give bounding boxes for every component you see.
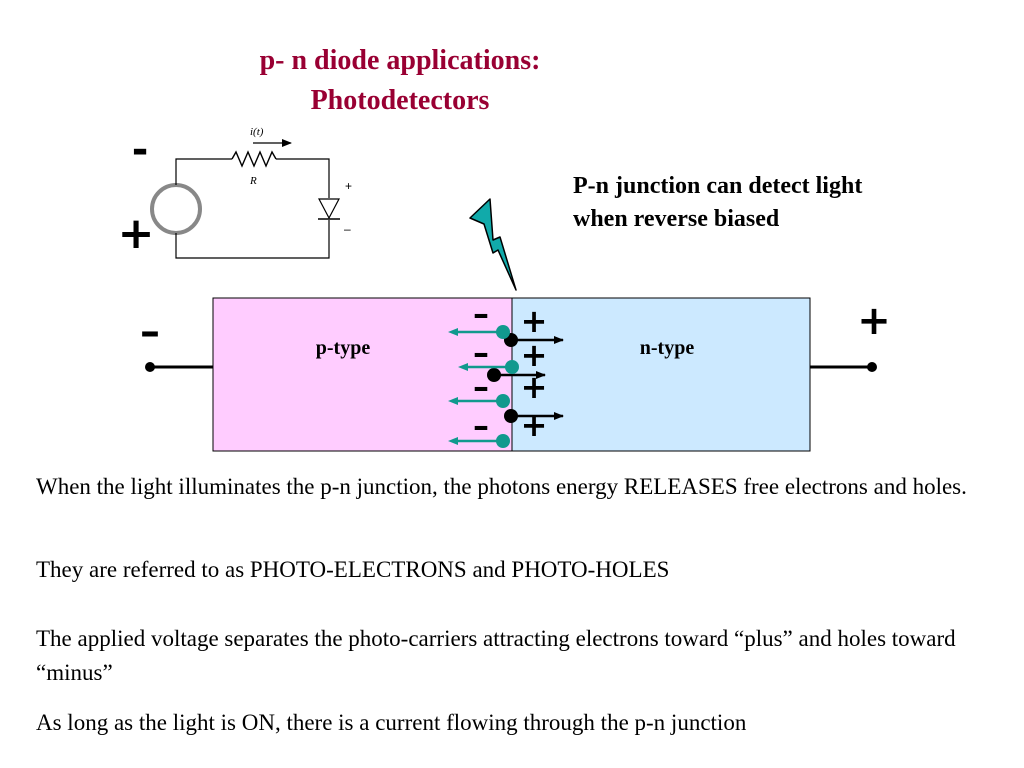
depletion-minus-3: – — [473, 368, 489, 406]
photo-hole-2 — [505, 360, 519, 374]
depletion-plus-1: + — [521, 302, 548, 340]
n-region — [511, 297, 811, 452]
diode-symbol — [318, 198, 340, 220]
paragraph-photo-carriers: They are referred to as PHOTO-ELECTRONS … — [36, 557, 670, 582]
photo-hole-3 — [496, 394, 510, 408]
circuit-schematic: - + R i(t) + – — [118, 126, 352, 259]
paragraph-current-flow: As long as the light is ON, there is a c… — [36, 710, 747, 735]
current-label: i(t) — [250, 126, 264, 138]
source-minus-sign: - — [132, 127, 149, 173]
p-region — [212, 297, 513, 452]
circuit-wire-right — [276, 158, 330, 198]
photo-electron-3 — [504, 409, 518, 423]
slide-title-line-2: Photodetectors — [310, 85, 490, 116]
depletion-minus-4: – — [473, 407, 489, 445]
depletion-plus-3: + — [521, 368, 548, 406]
paragraph-voltage-separation: The applied voltage separates the photo-… — [36, 626, 956, 685]
voltage-source — [150, 183, 202, 235]
slide-title-line-1: p- n diode applications: — [259, 45, 541, 76]
source-plus-sign: + — [118, 208, 155, 259]
light-bolt-icon — [469, 198, 517, 291]
depletion-minus-1: – — [473, 295, 489, 333]
circuit-wire-bottom — [175, 220, 330, 259]
n-type-label: n-type — [640, 337, 695, 359]
circuit-wire-top — [175, 158, 232, 185]
right-terminal-plus-sign: + — [857, 298, 891, 344]
depletion-plus-4: + — [521, 406, 548, 444]
resistor-label: R — [249, 175, 257, 187]
depletion-plus-2: + — [521, 336, 548, 374]
p-type-label: p-type — [316, 337, 371, 359]
left-terminal — [145, 362, 155, 372]
photo-hole-1 — [496, 325, 510, 339]
left-terminal-minus-sign: – — [140, 309, 160, 355]
diode-plus-label: + — [345, 179, 352, 193]
photo-electron-2 — [487, 368, 501, 382]
right-terminal — [867, 362, 877, 372]
depletion-minus-2: – — [473, 334, 489, 372]
photo-holes — [448, 325, 519, 448]
headline-line-1: P-n junction can detect light — [573, 173, 863, 199]
paragraph-photon-release: When the light illuminates the p-n junct… — [36, 474, 967, 499]
pn-junction: p-type n-type – + – – – – + + + + — [140, 295, 891, 452]
diode-minus-label: – — [344, 222, 351, 236]
headline-line-2: when reverse biased — [573, 206, 780, 232]
photo-hole-4 — [496, 434, 510, 448]
resistor — [231, 150, 277, 168]
